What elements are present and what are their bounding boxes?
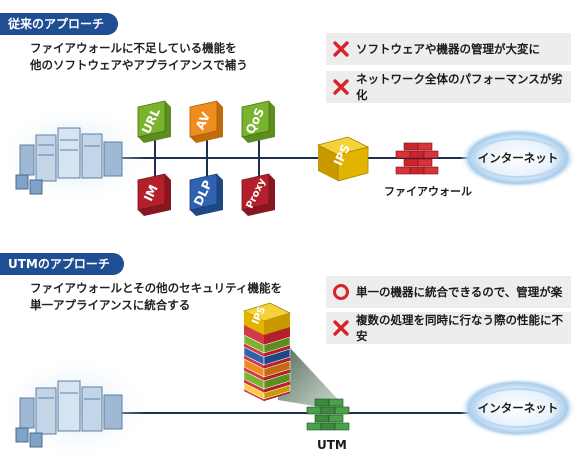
section1-callout-2-text: ネットワーク全体のパフォーマンスが劣化 [356,72,563,102]
section1-network-diagram: URL AV QoS IM DLP Proxy IPS [3,100,576,216]
section2-description: ファイアウォールとその他のセキュリティ機能を 単一アプライアンスに統合する [30,280,282,314]
section2-network-diagram: IPS インターネット [3,302,576,456]
section1-title: 従来のアプローチ [0,13,119,35]
cross-icon [333,79,349,95]
internet-cloud-icon: インターネット [460,128,576,188]
cross-icon [333,41,349,57]
module-im-label: IM [141,183,161,204]
section1-callout-1-text: ソフトウェアや機器の管理が大変に [356,42,540,56]
module-av: AV [189,100,223,143]
section1-desc-line2: 他のソフトウェアやアプライアンスで補う [30,58,248,72]
section2-callout-1: 単一の機器に統合できるので、管理が楽 [326,276,571,308]
internet-label: インターネット [478,151,559,165]
utm-label: UTM [317,438,347,452]
module-proxy: Proxy [241,173,275,216]
module-url: URL [137,100,171,143]
circle-icon [333,284,349,300]
section2-callout-2: 複数の処理を同時に行なう際の性能に不安 [326,312,571,344]
section2-desc-line2: 単一アプライアンスに統合する [30,298,191,312]
section1-description: ファイアウォールに不足している機能を 他のソフトウェアやアプライアンスで補う [30,40,248,74]
projection-beam [278,335,345,407]
section2-desc-line1: ファイアウォールとその他のセキュリティ機能を [30,281,282,295]
internet-label: インターネット [478,401,559,415]
module-im: IM [137,173,171,216]
module-qos: QoS [241,100,275,143]
section1-callout-2: ネットワーク全体のパフォーマンスが劣化 [326,71,571,103]
firewall-label: ファイアウォール [384,185,472,198]
section2-callout-2-text: 複数の処理を同時に行なう際の性能に不安 [356,313,563,343]
cross-icon [333,320,349,336]
server-cluster-icon [3,107,147,203]
section2-callout-1-text: 単一の機器に統合できるので、管理が楽 [356,285,563,299]
utm-firewall-icon [306,398,350,431]
section1-callout-1: ソフトウェアや機器の管理が大変に [326,33,571,65]
section2-title: UTMのアプローチ [0,253,124,275]
section1-desc-line1: ファイアウォールに不足している機能を [30,41,237,55]
ips-appliance: IPS [316,136,370,182]
module-dlp: DLP [189,173,223,216]
server-cluster-icon [3,360,147,456]
utm-stack-icon: IPS [242,302,292,401]
internet-cloud-icon: インターネット [460,378,576,438]
firewall-icon [395,142,439,175]
